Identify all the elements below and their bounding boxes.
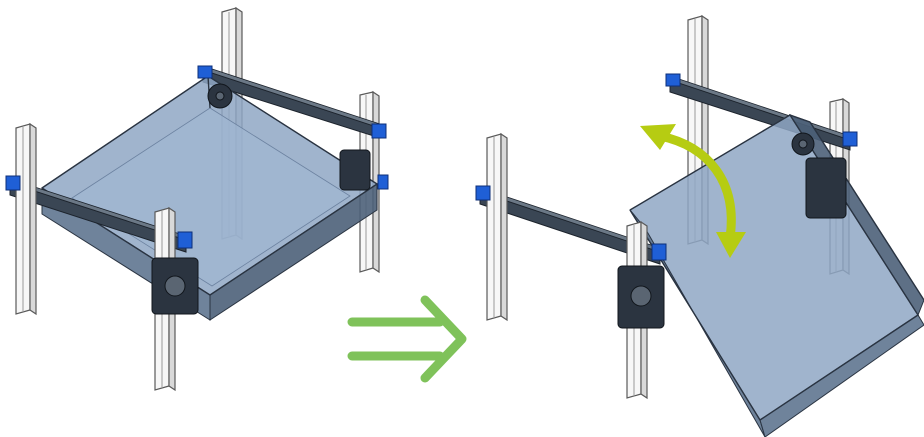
- bracket: [197, 65, 213, 79]
- bracket: [5, 175, 21, 191]
- front-left-post: [15, 122, 37, 316]
- bracket: [475, 185, 491, 201]
- pivot-wheel: [791, 132, 815, 156]
- bracket: [842, 131, 858, 147]
- bracket: [651, 243, 667, 261]
- front-left-post: [486, 132, 508, 322]
- bracket: [377, 174, 389, 190]
- pivot-motor: [805, 157, 847, 219]
- pivot-motor: [339, 149, 371, 191]
- level-state-assembly: [5, 6, 389, 392]
- tilted-tray: [629, 114, 924, 437]
- curved-double-arrow-icon: [640, 124, 746, 258]
- double-arrow-right-icon: [347, 295, 467, 383]
- pivot-wheel: [207, 83, 233, 109]
- bracket: [665, 73, 681, 87]
- bracket: [177, 231, 193, 249]
- tilted-state-assembly: [475, 14, 924, 437]
- bracket: [371, 123, 387, 139]
- front-rail: [9, 178, 187, 253]
- pivot-motor: [617, 265, 665, 329]
- pivot-motor: [151, 257, 199, 315]
